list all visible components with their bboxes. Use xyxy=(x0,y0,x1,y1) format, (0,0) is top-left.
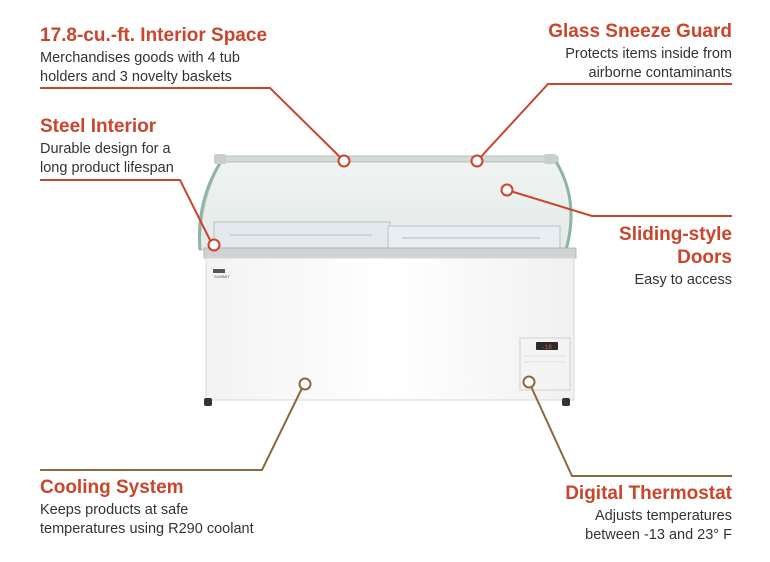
sliding-doors-title-line1: Sliding-style xyxy=(619,224,732,245)
callout-steel-interior: Steel Interior Durable design for a long… xyxy=(40,115,174,178)
digital-thermostat-description: Adjusts temperatures between -13 and 23°… xyxy=(585,508,732,543)
dot-digital-thermostat xyxy=(522,375,536,389)
sliding-doors-title-line2: Doors xyxy=(677,247,732,268)
callout-cooling-system: Cooling System Keeps products at safe te… xyxy=(40,476,254,539)
dot-sneeze-guard xyxy=(470,154,484,168)
interior-space-description: Merchandises goods with 4 tub holders an… xyxy=(40,50,240,85)
cabinet-top-trim xyxy=(203,247,577,259)
leader-line-sliding-doors xyxy=(506,189,732,217)
freezer: SUMMIT -18 xyxy=(198,154,577,406)
caster-left xyxy=(204,398,212,406)
glass-left-edge xyxy=(198,159,224,251)
caster-right xyxy=(562,398,570,406)
dot-interior-space xyxy=(337,154,351,168)
brand-logo: SUMMIT xyxy=(214,274,230,279)
leader-line-sneeze-guard xyxy=(477,83,732,161)
leader-line-digital-thermostat xyxy=(528,381,732,477)
callout-sneeze-guard: Glass Sneeze Guard Protects items inside… xyxy=(548,20,732,83)
sneeze-guard-title: Glass Sneeze Guard xyxy=(548,21,732,42)
leader-lines xyxy=(40,83,732,477)
callout-digital-thermostat: Digital Thermostat Adjusts temperatures … xyxy=(565,482,732,545)
leader-line-cooling-system xyxy=(40,383,305,471)
glass-top-rail xyxy=(217,155,559,163)
cooling-system-description: Keeps products at safe temperatures usin… xyxy=(40,502,254,537)
glass-right-edge xyxy=(553,159,573,251)
dot-steel-interior xyxy=(207,238,221,252)
sliding-doors-description: Easy to access xyxy=(634,272,732,288)
steel-interior-title: Steel Interior xyxy=(40,116,157,137)
cooling-system-title: Cooling System xyxy=(40,477,184,498)
callout-dots xyxy=(207,154,536,391)
steel-interior-description: Durable design for a long product lifesp… xyxy=(40,141,174,176)
thermostat-display xyxy=(536,342,558,350)
leader-line-interior-space xyxy=(40,87,344,161)
callout-interior-space: 17.8-cu.-ft. Interior Space Merchandises… xyxy=(40,24,267,87)
digital-thermostat-title: Digital Thermostat xyxy=(565,483,732,504)
thermostat-reading: -18 xyxy=(541,344,552,351)
sliding-doors xyxy=(213,221,561,251)
callout-sliding-doors: Sliding-style Doors Easy to access xyxy=(619,223,732,290)
sneeze-guard-description: Protects items inside from airborne cont… xyxy=(565,46,732,81)
dot-sliding-doors xyxy=(500,183,514,197)
dot-cooling-system xyxy=(298,377,312,391)
leader-line-steel-interior xyxy=(40,179,213,245)
interior-space-title: 17.8-cu.-ft. Interior Space xyxy=(40,25,268,46)
cabinet-body xyxy=(205,257,575,401)
